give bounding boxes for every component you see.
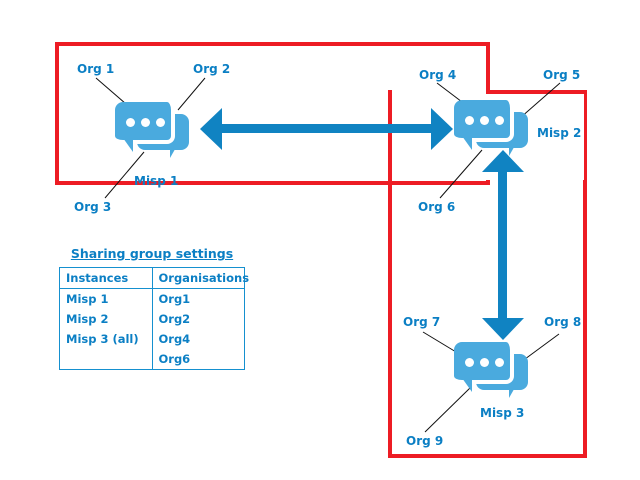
org-label-org7: Org 7	[403, 315, 441, 329]
bubble-dot	[156, 118, 165, 127]
table-row: Org6	[59, 349, 245, 370]
cell-organisation: Org6	[151, 349, 245, 370]
connection-arrow-misp2-misp3	[482, 150, 524, 340]
org-label-org2: Org 2	[193, 62, 231, 76]
bubble-dot	[495, 358, 504, 367]
connection-arrow-misp1-misp2	[200, 108, 453, 150]
org-label-org4: Org 4	[419, 68, 457, 82]
arrow-head-left	[200, 108, 222, 150]
table-row: Misp 3 (all) Org4	[59, 329, 245, 349]
arrow-head-bottom	[482, 318, 524, 340]
arrow-shaft	[220, 124, 433, 133]
bubble-front	[454, 100, 514, 142]
org-label-org9: Org 9	[406, 434, 444, 448]
instance-label-misp2: Misp 2	[537, 126, 582, 140]
instance-label-misp1: Misp 1	[134, 174, 179, 188]
column-header-organisations: Organisations	[151, 267, 249, 289]
cell-organisation: Org1	[151, 288, 245, 309]
bubble-dot	[495, 116, 504, 125]
arrow-shaft	[498, 170, 507, 320]
bubble-front	[115, 102, 175, 144]
cell-instance: Misp 3 (all)	[59, 329, 153, 349]
bubble-front-tail	[462, 136, 472, 150]
bubble-back-tail	[170, 144, 178, 158]
bubble-dot	[141, 118, 150, 127]
org-label-org1: Org 1	[77, 62, 115, 76]
bubble-front-tail	[123, 138, 133, 152]
settings-table-title: Sharing group settings	[70, 246, 234, 261]
settings-table: Instances Organisations Misp 1 Org1 Misp…	[59, 267, 249, 370]
org-label-org3: Org 3	[74, 200, 112, 214]
table-header-row: Instances Organisations	[59, 267, 249, 289]
speech-bubbles-icon-misp2	[452, 98, 532, 162]
org-label-org6: Org 6	[418, 200, 456, 214]
bubble-front-tail	[462, 378, 472, 392]
cell-instance: Misp 2	[59, 309, 153, 329]
arrow-head-top	[482, 150, 524, 172]
sharing-boundary-2	[388, 90, 587, 458]
speech-bubbles-icon-misp3	[452, 340, 532, 404]
cell-organisation: Org4	[151, 329, 245, 349]
bubble-dot	[480, 358, 489, 367]
instance-label-misp3: Misp 3	[480, 406, 525, 420]
speech-bubbles-icon-misp1	[113, 100, 193, 164]
bubble-back-tail	[509, 142, 517, 156]
cell-instance	[59, 349, 153, 370]
table-row: Misp 1 Org1	[59, 288, 245, 309]
column-header-instances: Instances	[59, 267, 153, 289]
cell-organisation: Org2	[151, 309, 245, 329]
bubble-dot	[465, 116, 474, 125]
bubble-dot	[126, 118, 135, 127]
cell-instance: Misp 1	[59, 288, 153, 309]
bubble-dot	[480, 116, 489, 125]
bubble-back-tail	[509, 384, 517, 398]
arrow-head-right	[431, 108, 453, 150]
bubble-dot	[465, 358, 474, 367]
org-label-org8: Org 8	[544, 315, 582, 329]
bubble-front	[454, 342, 514, 384]
table-row: Misp 2 Org2	[59, 309, 245, 329]
org-label-org5: Org 5	[543, 68, 581, 82]
sharing-group-settings: Sharing group settings Instances Organis…	[59, 246, 249, 370]
